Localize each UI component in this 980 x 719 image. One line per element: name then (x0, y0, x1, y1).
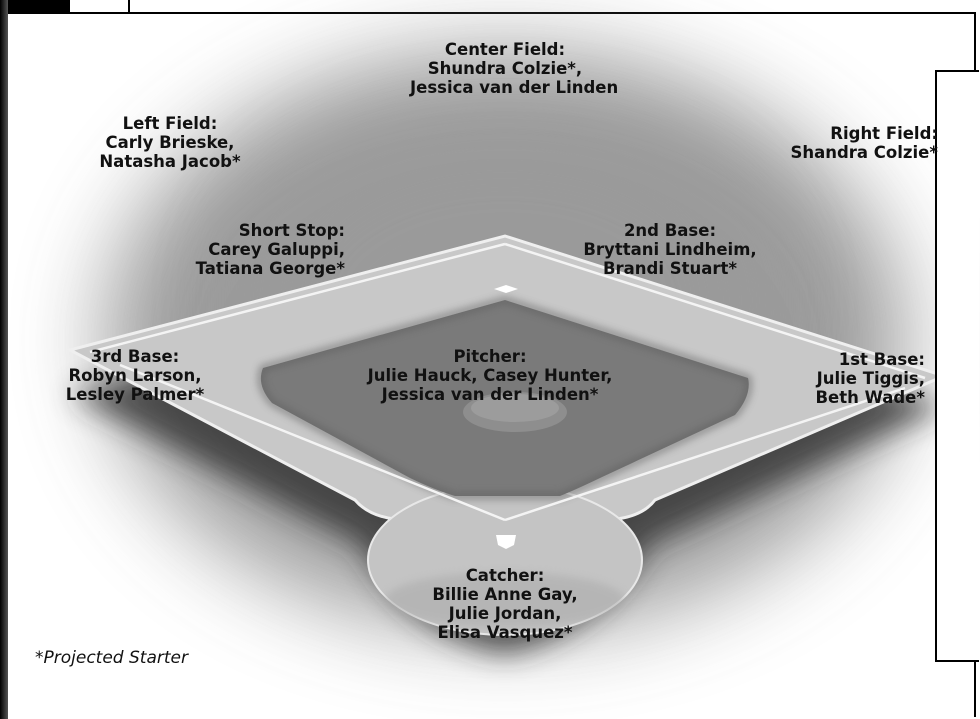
player-name: Jessica van der Linden* (345, 385, 635, 404)
pitcher-label: Pitcher: Julie Hauck, Casey Hunter, Jess… (345, 347, 635, 404)
player-name: Robyn Larson, (30, 366, 240, 385)
player-name: Lesley Palmer* (30, 385, 240, 404)
left-field-label: Left Field: Carly Brieske, Natasha Jacob… (70, 114, 270, 171)
projected-starter-footnote: *Projected Starter (35, 648, 188, 668)
player-name: Natasha Jacob* (70, 152, 270, 171)
player-name: Carey Galuppi, (160, 240, 345, 259)
second-base-label: 2nd Base: Bryttani Lindheim, Brandi Stua… (570, 221, 770, 278)
player-name: Jessica van der Linden (410, 78, 600, 97)
player-name: Bryttani Lindheim, (570, 240, 770, 259)
third-base-label: 3rd Base: Robyn Larson, Lesley Palmer* (30, 347, 240, 404)
position-title: Center Field: (410, 40, 600, 59)
position-title: Short Stop: (160, 221, 345, 240)
player-name: Carly Brieske, (70, 133, 270, 152)
position-title: Catcher: (405, 566, 605, 585)
player-name: Shundra Colzie*, (410, 59, 600, 78)
right-field-label: Right Field: Shandra Colzie* (748, 124, 938, 162)
player-name: Beth Wade* (760, 388, 925, 407)
player-name: Brandi Stuart* (570, 259, 770, 278)
player-name: Billie Anne Gay, (405, 585, 605, 604)
player-name: Elisa Vasquez* (405, 623, 605, 642)
player-name: Julie Hauck, Casey Hunter, (345, 366, 635, 385)
short-stop-label: Short Stop: Carey Galuppi, Tatiana Georg… (160, 221, 345, 278)
player-name: Tatiana George* (160, 259, 345, 278)
position-title: Left Field: (70, 114, 270, 133)
catcher-label: Catcher: Billie Anne Gay, Julie Jordan, … (405, 566, 605, 642)
player-name: Julie Tiggis, (760, 369, 925, 388)
position-title: 2nd Base: (570, 221, 770, 240)
player-name: Shandra Colzie* (748, 143, 938, 162)
player-name: Julie Jordan, (405, 604, 605, 623)
position-title: Pitcher: (345, 347, 635, 366)
position-title: 1st Base: (760, 350, 925, 369)
first-base-label: 1st Base: Julie Tiggis, Beth Wade* (760, 350, 925, 407)
position-title: 3rd Base: (30, 347, 240, 366)
side-panel-box (935, 70, 979, 662)
position-title: Right Field: (748, 124, 938, 143)
center-field-label: Center Field: Shundra Colzie*, Jessica v… (410, 40, 600, 97)
